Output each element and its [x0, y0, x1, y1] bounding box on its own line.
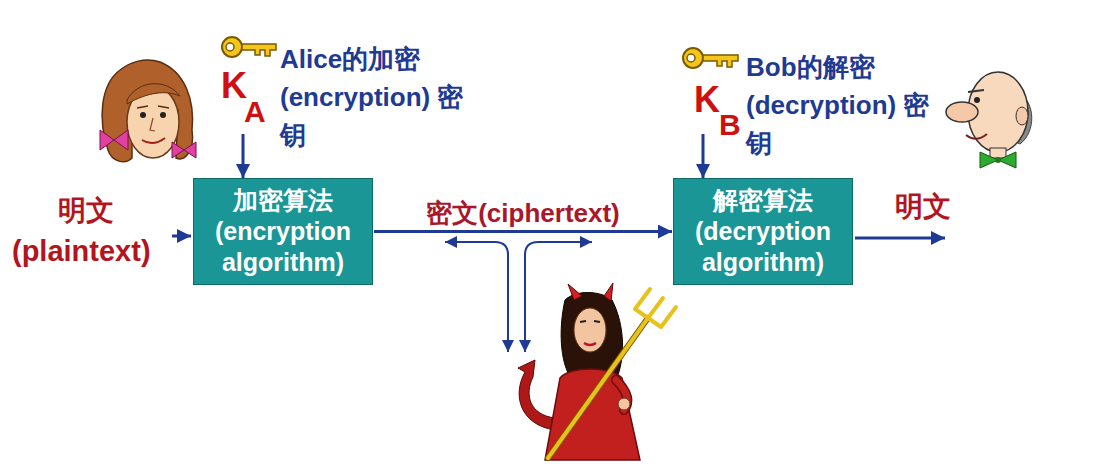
key-subscript: A	[244, 95, 266, 129]
trudy-figure	[548, 318, 648, 458]
intercept-arrow	[445, 242, 508, 352]
bob-figure	[946, 102, 978, 122]
trudy-figure	[568, 283, 613, 301]
alice-figure	[100, 60, 196, 162]
trudy-figure	[635, 289, 676, 327]
flow-arrow	[855, 237, 945, 240]
flow-connector	[374, 230, 672, 233]
key-icon	[242, 44, 276, 56]
trudy-figure	[618, 398, 630, 410]
trudy-figure	[548, 318, 648, 458]
trudy-figure	[580, 321, 600, 322]
alice-figure	[150, 118, 155, 131]
key-caption: Alice的加密 (encryption) 密钥	[280, 40, 465, 154]
bob-figure	[990, 148, 1006, 158]
trudy-figure	[518, 360, 555, 430]
key-icon	[222, 37, 276, 57]
bob-figure	[974, 97, 980, 103]
trudy-figure	[574, 308, 606, 352]
key-caption: Bob的解密 (decryption) 密钥	[746, 48, 936, 162]
process-box: 加密算法 (encryption algorithm)	[193, 178, 373, 285]
key-icon	[703, 55, 738, 67]
alice-figure	[160, 112, 166, 118]
flow-arrow	[242, 134, 245, 178]
key-icon	[222, 37, 242, 57]
key-icon	[226, 43, 234, 51]
alice-figure	[100, 130, 128, 150]
flow-arrow	[172, 235, 191, 238]
plaintext-label: 明文	[895, 190, 951, 224]
box-text: 加密算法 (encryption algorithm)	[198, 185, 368, 278]
bob-figure	[980, 152, 1016, 168]
alice-figure	[127, 84, 180, 104]
key-icon	[687, 54, 695, 62]
bob-figure	[966, 134, 987, 139]
bob-figure	[995, 157, 1001, 163]
bob-figure	[968, 90, 984, 92]
key-subscript: B	[719, 108, 741, 142]
flow-arrow	[702, 134, 705, 178]
process-box: 解密算法 (decryption algorithm)	[673, 178, 853, 285]
key-icon	[683, 48, 738, 68]
alice-figure	[142, 138, 165, 143]
plaintext-label: 明文	[58, 194, 114, 228]
key-icon	[683, 48, 703, 68]
edge-label: 密文(ciphertext)	[423, 198, 623, 228]
alice-figure	[137, 106, 169, 108]
bob-figure	[946, 72, 1032, 168]
key-symbol: K	[221, 66, 247, 106]
key-symbol: K	[694, 80, 720, 120]
trudy-figure	[518, 283, 676, 460]
alice-figure	[172, 142, 196, 158]
plaintext-label: (plaintext)	[12, 234, 151, 268]
alice-figure	[140, 112, 146, 118]
box-text: 解密算法 (decryption algorithm)	[678, 185, 848, 278]
bob-figure	[1016, 107, 1028, 125]
trudy-figure	[584, 343, 596, 345]
